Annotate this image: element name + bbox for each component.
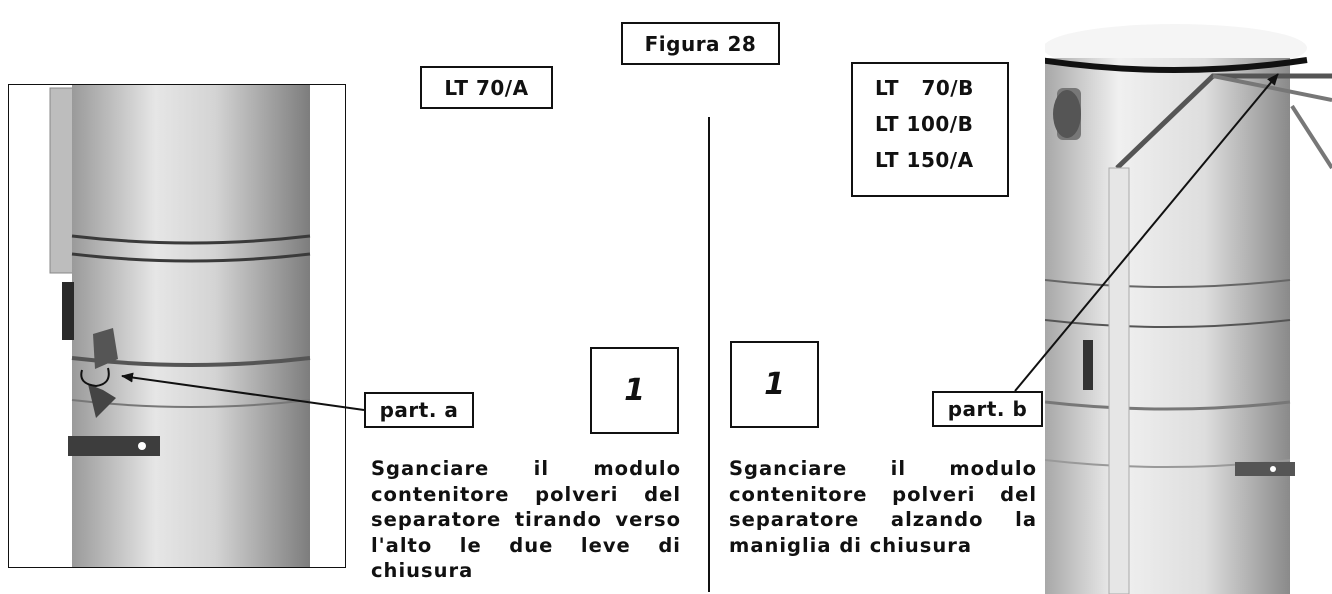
part-b-label: part. b: [932, 391, 1043, 427]
separator-lever-photo: [8, 84, 346, 568]
center-divider: [708, 117, 710, 592]
model-label-left: LT 70/A: [420, 66, 553, 109]
step-number-right: 1: [730, 341, 819, 428]
instruction-left: Sganciare il modulo contenitore polveri …: [371, 457, 681, 582]
model-item: LT 150/A: [875, 148, 974, 172]
instruction-right: Sganciare il modulo contenitore polveri …: [729, 457, 1037, 557]
part-a-label: part. a: [364, 392, 474, 428]
model-item: LT 70/B: [875, 76, 974, 100]
model-list-right: LT 70/B LT 100/B LT 150/A: [851, 62, 1009, 197]
separator-handle-photo: [1045, 24, 1332, 594]
step-number-left: 1: [590, 347, 679, 434]
figure-label: Figura 28: [621, 22, 780, 65]
model-item: LT 100/B: [875, 112, 974, 136]
